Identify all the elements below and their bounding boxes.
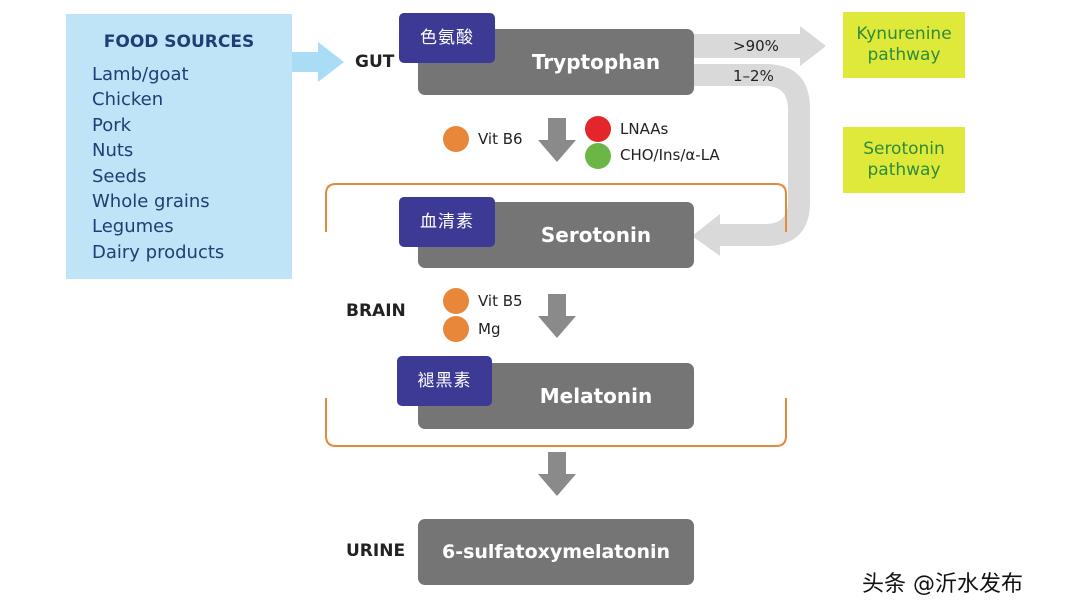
- serotonin-pathway-box: Serotonin pathway: [843, 127, 965, 193]
- down-arrow-serotonin-melatonin: [538, 294, 576, 338]
- brain-bracket-bottom: [325, 398, 787, 447]
- cofactor-label-cho: CHO/Ins/α-LA: [620, 146, 720, 164]
- serotonin-pathway-line2: pathway: [867, 160, 941, 180]
- kynurenine-pathway-line2: pathway: [867, 45, 941, 65]
- serotonin-pathway-arrow: [692, 64, 810, 256]
- cofactor-label-vitb5: Vit B5: [478, 292, 523, 310]
- kynurenine-arrow: [694, 26, 826, 66]
- food-item: Lamb/goat: [92, 64, 189, 85]
- watermark: 头条 @沂水发布: [862, 572, 1023, 597]
- cofactor-label-mg: Mg: [478, 320, 501, 338]
- melatonin-label: Melatonin: [539, 384, 653, 408]
- region-label-gut: GUT: [355, 52, 395, 72]
- cofactor-dot-vitb6: [443, 126, 469, 152]
- food-item: Nuts: [92, 140, 134, 162]
- food-sources-list: Lamb/goat Chicken Pork Nuts Seeds Whole …: [92, 62, 224, 265]
- food-sources-box: [66, 14, 292, 279]
- serotonin-badge: 血清素: [399, 197, 495, 247]
- tryptophan-label: Tryptophan: [531, 50, 661, 74]
- food-sources-title: FOOD SOURCES: [103, 32, 255, 52]
- cofactor-dot-vitb5: [443, 288, 469, 314]
- food-item: Whole grains: [92, 191, 210, 213]
- down-arrow-melatonin-urine: [538, 452, 576, 496]
- food-item: Pork: [92, 114, 132, 136]
- serotonin-percent: 1–2%: [733, 67, 774, 85]
- food-to-gut-arrow: [292, 42, 344, 82]
- tryptophan-badge: 色氨酸: [399, 13, 495, 63]
- food-item: Legumes: [92, 216, 174, 238]
- cofactor-label-vitb6: Vit B6: [478, 130, 523, 148]
- cofactor-dot-lnaas: [585, 116, 611, 142]
- serotonin-label: Serotonin: [540, 223, 652, 247]
- kynurenine-pathway-box: Kynurenine pathway: [843, 12, 965, 78]
- food-item: Dairy products: [92, 241, 225, 263]
- cofactor-label-lnaas: LNAAs: [620, 120, 669, 138]
- down-arrow-tryptophan-serotonin: [538, 118, 576, 162]
- region-label-urine: URINE: [346, 541, 406, 561]
- food-item: Chicken: [92, 89, 164, 111]
- cofactor-dot-cho: [585, 143, 611, 169]
- kynurenine-percent: >90%: [733, 37, 779, 55]
- melatonin-badge: 褪黑素: [397, 356, 492, 406]
- serotonin-pathway-line1: Serotonin: [863, 139, 945, 159]
- brain-bracket-top: [325, 183, 787, 232]
- sulfatoxymelatonin-box: 6-sulfatoxymelatonin: [418, 519, 694, 585]
- cofactor-dot-mg: [443, 316, 469, 342]
- region-label-brain: BRAIN: [346, 301, 406, 321]
- food-item: Seeds: [92, 165, 147, 187]
- kynurenine-pathway-line1: Kynurenine: [856, 24, 952, 44]
